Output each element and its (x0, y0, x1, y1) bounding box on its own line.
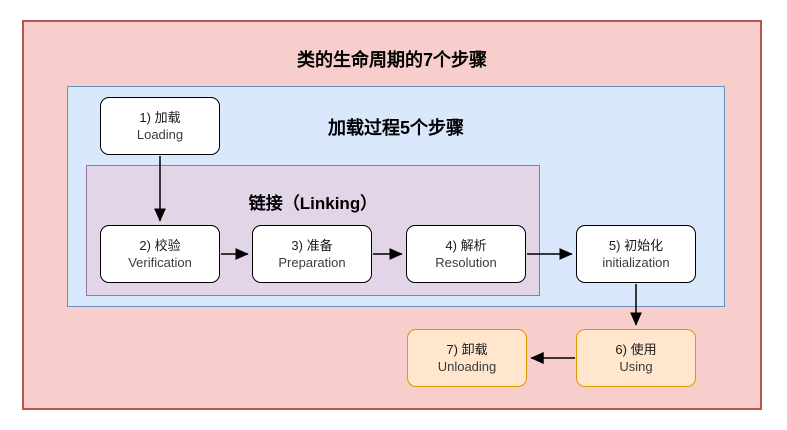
node-resolution-label-zh: 4) 解析 (445, 238, 487, 253)
linking-group-label: 链接（Linking） (248, 194, 378, 213)
node-resolution: 4) 解析 Resolution (406, 225, 526, 283)
node-preparation: 3) 准备 Preparation (252, 225, 372, 283)
node-resolution-label-en: Resolution (435, 255, 497, 270)
node-initialization: 5) 初始化 initialization (576, 225, 696, 283)
node-loading: 1) 加载 Loading (100, 97, 220, 155)
node-initialization-label-zh: 5) 初始化 (608, 238, 664, 253)
node-verification-label-en: Verification (128, 255, 192, 270)
node-preparation-label-zh: 3) 准备 (291, 238, 333, 253)
node-initialization-label-en: initialization (602, 255, 670, 270)
node-loading-label-en: Loading (136, 127, 184, 142)
node-loading-label-zh: 1) 加载 (139, 110, 181, 125)
loading-group-label: 加载过程5个步骤 (327, 118, 464, 138)
node-unloading-label-en: Unloading (437, 359, 497, 374)
node-using-label-en: Using (619, 359, 653, 374)
node-using: 6) 使用 Using (576, 329, 696, 387)
node-unloading-label-zh: 7) 卸载 (446, 342, 488, 357)
node-preparation-label-en: Preparation (278, 255, 346, 270)
node-verification: 2) 校验 Verification (100, 225, 220, 283)
node-using-label-zh: 6) 使用 (615, 342, 657, 357)
node-verification-label-zh: 2) 校验 (139, 238, 181, 253)
diagram-title: 类的生命周期的7个步骤 (296, 50, 487, 70)
node-unloading: 7) 卸载 Unloading (407, 329, 527, 387)
